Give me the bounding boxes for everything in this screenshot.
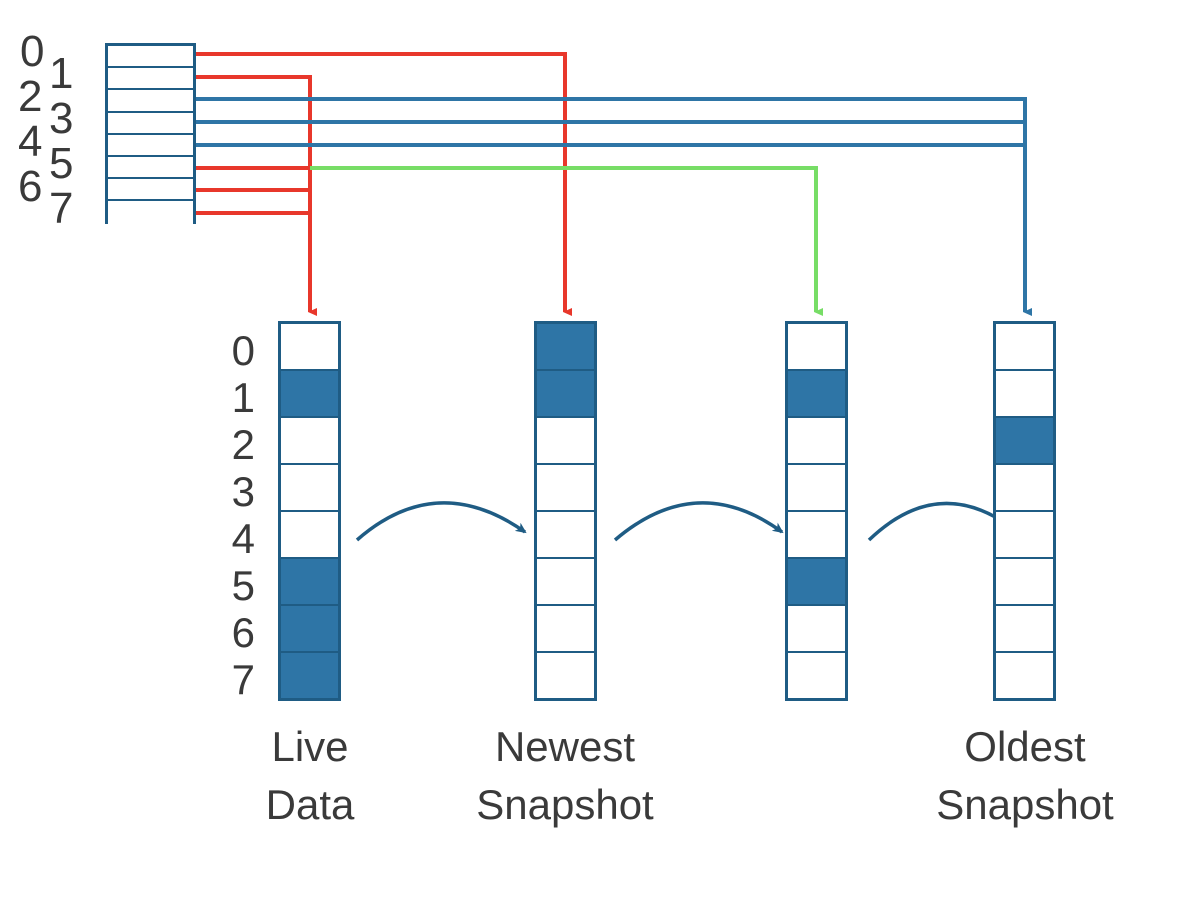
column-oldest-snapshot[interactable]	[993, 321, 1056, 701]
flow-arrow-live-to-newest	[355, 501, 527, 542]
row-index-4: 4	[231, 515, 255, 562]
source-index-1: 1	[49, 49, 74, 98]
source-index-2: 2	[18, 72, 43, 121]
row-index-3: 3	[231, 468, 255, 515]
wire-row-0-red	[148, 52, 572, 316]
caption-live-data-line1: Live	[271, 723, 349, 770]
cell-newest-snapshot-7[interactable]	[537, 653, 594, 698]
source-row-5	[108, 156, 193, 180]
cell-newest-snapshot-0[interactable]	[537, 324, 594, 371]
source-index-0: 0	[20, 27, 45, 76]
column-third-snapshot[interactable]	[785, 321, 848, 701]
cell-oldest-snapshot-5[interactable]	[996, 559, 1053, 606]
source-row-6	[108, 179, 193, 202]
source-row-1	[108, 68, 193, 91]
column-live-data[interactable]	[278, 321, 341, 701]
flow-arrow-newest-to-third	[613, 501, 784, 542]
row-index-5: 5	[231, 562, 255, 609]
cell-live-data-0[interactable]	[281, 324, 338, 371]
cell-third-snapshot-1[interactable]	[788, 371, 845, 418]
cell-live-data-3[interactable]	[281, 465, 338, 512]
row-index-2: 2	[231, 421, 255, 468]
cell-newest-snapshot-6[interactable]	[537, 606, 594, 653]
source-row-7	[108, 201, 193, 224]
cell-newest-snapshot-3[interactable]	[537, 465, 594, 512]
caption-oldest-snapshot-line2: Snapshot	[936, 781, 1114, 828]
source-index-4: 4	[18, 117, 43, 166]
source-row-3	[108, 112, 193, 135]
cell-oldest-snapshot-2[interactable]	[996, 418, 1053, 465]
cell-newest-snapshot-5[interactable]	[537, 559, 594, 606]
source-index-5: 5	[49, 139, 74, 188]
cell-third-snapshot-6[interactable]	[788, 606, 845, 653]
wire-row-5-green	[310, 166, 823, 316]
cell-live-data-1[interactable]	[281, 371, 338, 418]
wire-row-2-blue	[148, 97, 1032, 316]
row-index-0: 0	[231, 327, 255, 374]
row-index-6: 6	[231, 609, 255, 656]
cell-third-snapshot-7[interactable]	[788, 653, 845, 698]
cell-live-data-6[interactable]	[281, 606, 338, 653]
source-index-7: 7	[49, 184, 74, 233]
source-block-table	[105, 43, 196, 224]
cell-newest-snapshot-2[interactable]	[537, 418, 594, 465]
caption-newest-snapshot-line1: Newest	[494, 723, 636, 770]
column-newest-snapshot[interactable]	[534, 321, 597, 701]
source-index-3: 3	[49, 94, 74, 143]
cell-live-data-2[interactable]	[281, 418, 338, 465]
source-row-4	[108, 134, 193, 157]
cell-oldest-snapshot-1[interactable]	[996, 371, 1053, 418]
row-index-1: 1	[231, 374, 255, 421]
cell-newest-snapshot-4[interactable]	[537, 512, 594, 559]
source-row-2	[108, 90, 193, 113]
source-index-6: 6	[18, 162, 43, 211]
source-row-0	[108, 46, 193, 69]
cell-live-data-7[interactable]	[281, 653, 338, 698]
row-index-7: 7	[231, 656, 255, 703]
cell-third-snapshot-3[interactable]	[788, 465, 845, 512]
caption-newest-snapshot-line2: Snapshot	[476, 781, 654, 828]
cell-oldest-snapshot-0[interactable]	[996, 324, 1053, 371]
cell-newest-snapshot-1[interactable]	[537, 371, 594, 418]
cell-third-snapshot-4[interactable]	[788, 512, 845, 559]
cell-third-snapshot-5[interactable]	[788, 559, 845, 606]
cell-third-snapshot-0[interactable]	[788, 324, 845, 371]
cell-oldest-snapshot-3[interactable]	[996, 465, 1053, 512]
cell-oldest-snapshot-7[interactable]	[996, 653, 1053, 698]
cell-oldest-snapshot-4[interactable]	[996, 512, 1053, 559]
caption-live-data-line2: Data	[265, 781, 355, 828]
cell-live-data-5[interactable]	[281, 559, 338, 606]
cell-oldest-snapshot-6[interactable]	[996, 606, 1053, 653]
caption-oldest-snapshot-line1: Oldest	[964, 723, 1086, 770]
cell-live-data-4[interactable]	[281, 512, 338, 559]
cell-third-snapshot-2[interactable]	[788, 418, 845, 465]
